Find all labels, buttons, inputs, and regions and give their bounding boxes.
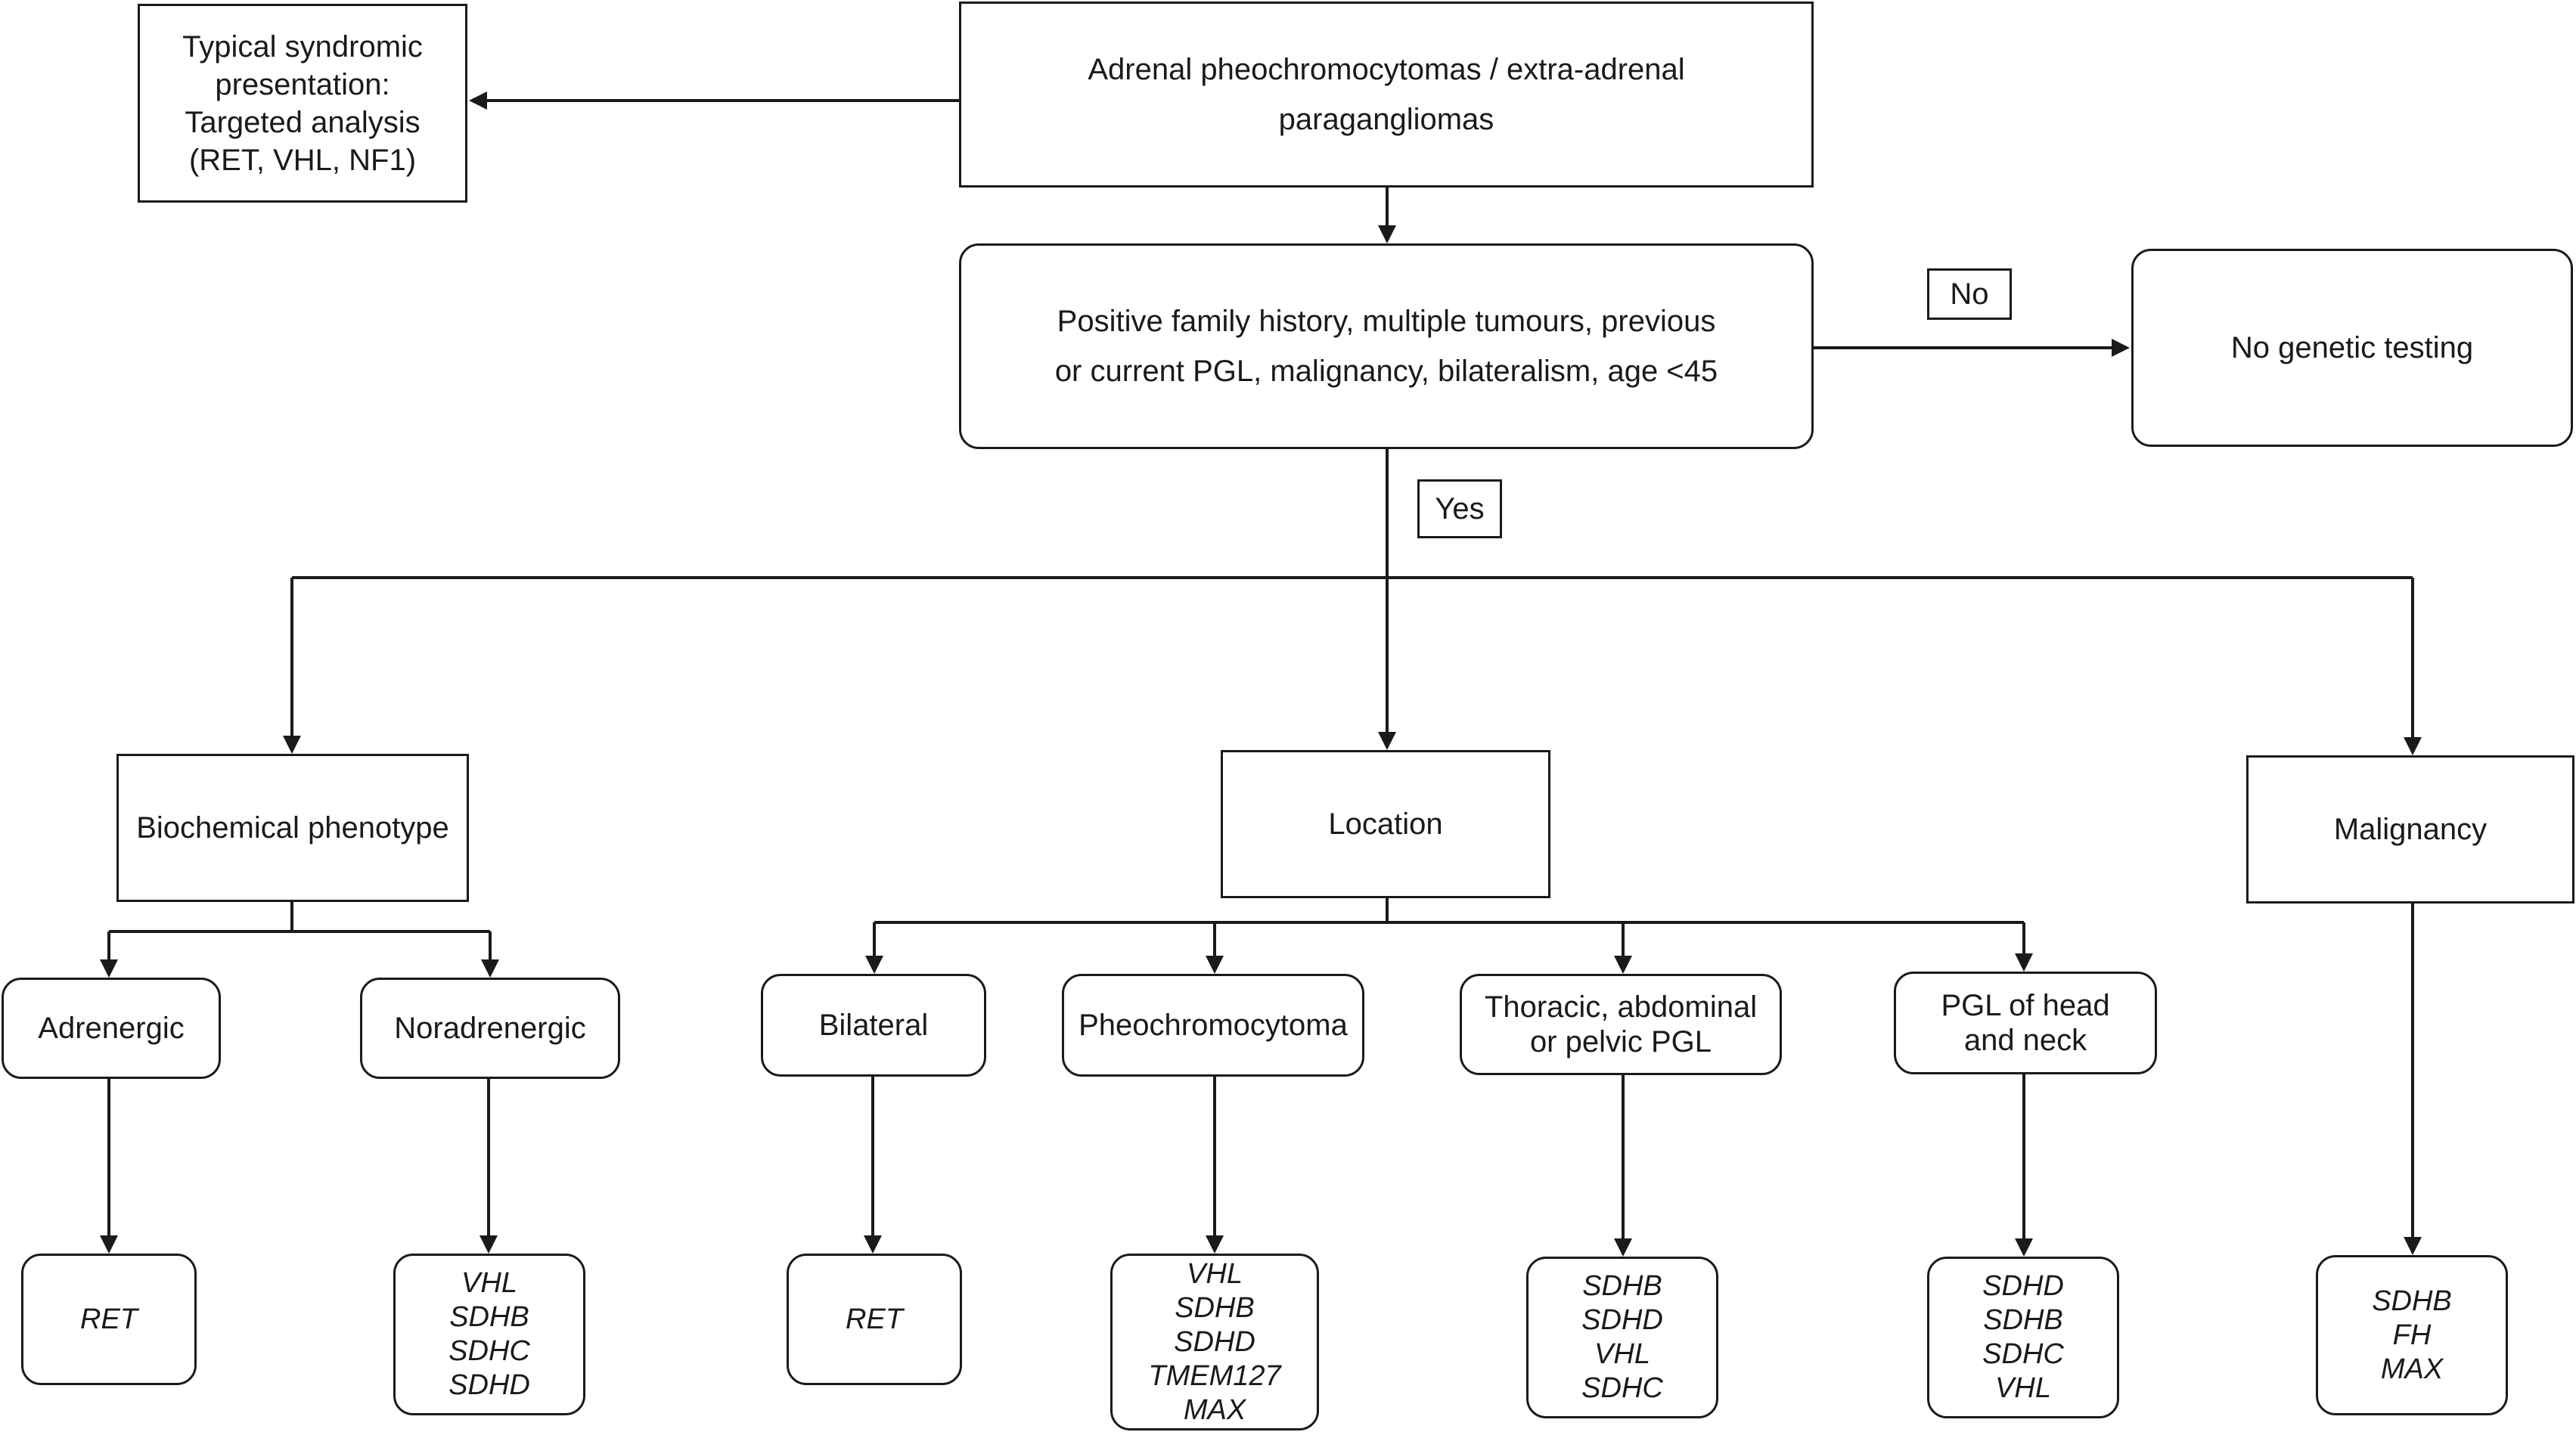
arrow-headneck-to-genes-head [2015,1238,2033,1257]
gene-malignancy-2: FH [2392,1319,2432,1351]
arrow-to-noradrenergic-head [481,959,499,978]
arrow-to-headneck-head [2015,953,2033,972]
no-label-text: No [1950,277,1989,311]
gene-headneck-4: VHL [1995,1372,2051,1404]
gene-pheo-5: MAX [1183,1393,1246,1426]
gene-noradrenergic-1: VHL [461,1267,517,1299]
adrenergic-box: Adrenergic [2,978,221,1079]
gene-thoracic-4: SDHC [1581,1372,1663,1404]
malignancy-box: Malignancy [2246,755,2574,904]
arrow-to-pheochromocytoma-head [1206,956,1224,974]
biochemical-phenotype-box: Biochemical phenotype [116,754,469,902]
location-text: Location [1328,807,1443,841]
thoracic-abdominal-pelvic-pgl-box: Thoracic, abdominal or pelvic PGL [1460,974,1782,1075]
arrow-adrenergic-to-genes-head [100,1235,118,1254]
arrow-to-malignancy-head [2404,737,2422,755]
gene-noradrenergic-4: SDHD [448,1369,530,1401]
headneck-line-2: and neck [1963,1024,2087,1057]
arrow-pheo-to-genes-head [1206,1235,1224,1254]
arrow-to-thoracic-head [1614,956,1632,974]
no-label: No [1927,268,2012,320]
arrow-to-adrenergic-head [100,959,118,978]
noradrenergic-text: Noradrenergic [394,1012,586,1045]
thoracic-line-1: Thoracic, abdominal [1484,990,1758,1024]
gene-malignancy-1: SDHB [2372,1285,2452,1317]
syndromic-line-2: presentation: [215,67,390,101]
arrow-no-head [2112,339,2130,357]
syndromic-line-3: Targeted analysis [185,105,421,139]
arrow-bilateral-to-genes-head [864,1235,882,1254]
gene-pheo-3: SDHD [1174,1325,1255,1358]
root-line-1: Adrenal pheochromocytomas / extra-adrena… [1088,53,1685,86]
gene-pheo-4: TMEM127 [1148,1359,1281,1392]
arrow-to-bilateral-head [865,956,883,974]
criteria-box: Positive family history, multiple tumour… [959,243,1814,449]
arrow-thoracic-to-genes-head [1614,1238,1632,1257]
gene-pheo-1: VHL [1187,1257,1243,1290]
arrow-root-to-syndromic-head [469,91,487,110]
gene-headneck-2: SDHB [1983,1304,2063,1336]
biochemical-phenotype-text: Biochemical phenotype [136,811,449,845]
syndromic-line-4: (RET, VHL, NF1) [188,143,417,177]
criteria-line-1: Positive family history, multiple tumour… [1057,305,1716,338]
bilateral-box: Bilateral [761,974,986,1077]
gene-headneck-3: SDHC [1982,1338,2064,1370]
arrow-root-to-criteria-head [1378,225,1396,243]
no-genetic-testing-box: No genetic testing [2131,249,2573,447]
gene-ret-bilateral: RET [846,1303,903,1335]
gene-thoracic-2: SDHD [1581,1304,1663,1336]
yes-label: Yes [1417,479,1502,538]
pheochromocytoma-box: Pheochromocytoma [1062,974,1364,1077]
gene-pheo-2: SDHB [1175,1291,1255,1324]
syndromic-presentation-box: Typical syndromic presentation: Targeted… [138,4,467,203]
pheochromocytoma-text: Pheochromocytoma [1079,1009,1348,1042]
genes-headneck-box: SDHD SDHB SDHC VHL [1927,1257,2119,1418]
arrow-to-biochemical-head [283,736,301,754]
gene-ret-adrenergic: RET [80,1303,138,1335]
bilateral-text: Bilateral [818,1009,929,1042]
gene-noradrenergic-2: SDHB [449,1301,529,1333]
genes-pheochromocytoma-box: VHL SDHB SDHD TMEM127 MAX [1110,1254,1319,1430]
no-genetic-testing-text: No genetic testing [2230,331,2474,364]
genes-bilateral-box: RET [787,1254,962,1385]
location-box: Location [1221,750,1550,898]
arrow-to-location-head [1378,732,1396,750]
genes-malignancy-box: SDHB FH MAX [2316,1255,2508,1415]
genes-noradrenergic-box: VHL SDHB SDHC SDHD [393,1254,585,1415]
arrow-malignancy-to-genes-head [2404,1237,2422,1255]
noradrenergic-box: Noradrenergic [360,978,620,1079]
gene-headneck-1: SDHD [1982,1270,2064,1302]
genes-adrenergic-box: RET [21,1254,197,1385]
thoracic-line-2: or pelvic PGL [1529,1025,1712,1059]
arrow-noradrenergic-to-genes-head [480,1235,498,1254]
pgl-head-neck-box: PGL of head and neck [1894,972,2157,1074]
genes-thoracic-box: SDHB SDHD VHL SDHC [1526,1257,1718,1418]
headneck-line-1: PGL of head [1941,989,2110,1022]
gene-malignancy-3: MAX [2380,1353,2444,1385]
criteria-line-2: or current PGL, malignancy, bilateralism… [1054,355,1718,388]
adrenergic-text: Adrenergic [38,1012,185,1045]
gene-thoracic-3: VHL [1594,1338,1650,1370]
root-line-2: paragangliomas [1278,103,1494,136]
syndromic-line-1: Typical syndromic [182,29,423,64]
malignancy-text: Malignancy [2333,813,2488,846]
root-box: Adrenal pheochromocytomas / extra-adrena… [959,2,1814,188]
gene-thoracic-1: SDHB [1582,1270,1662,1302]
yes-label-text: Yes [1435,491,1485,525]
gene-noradrenergic-3: SDHC [448,1335,530,1367]
